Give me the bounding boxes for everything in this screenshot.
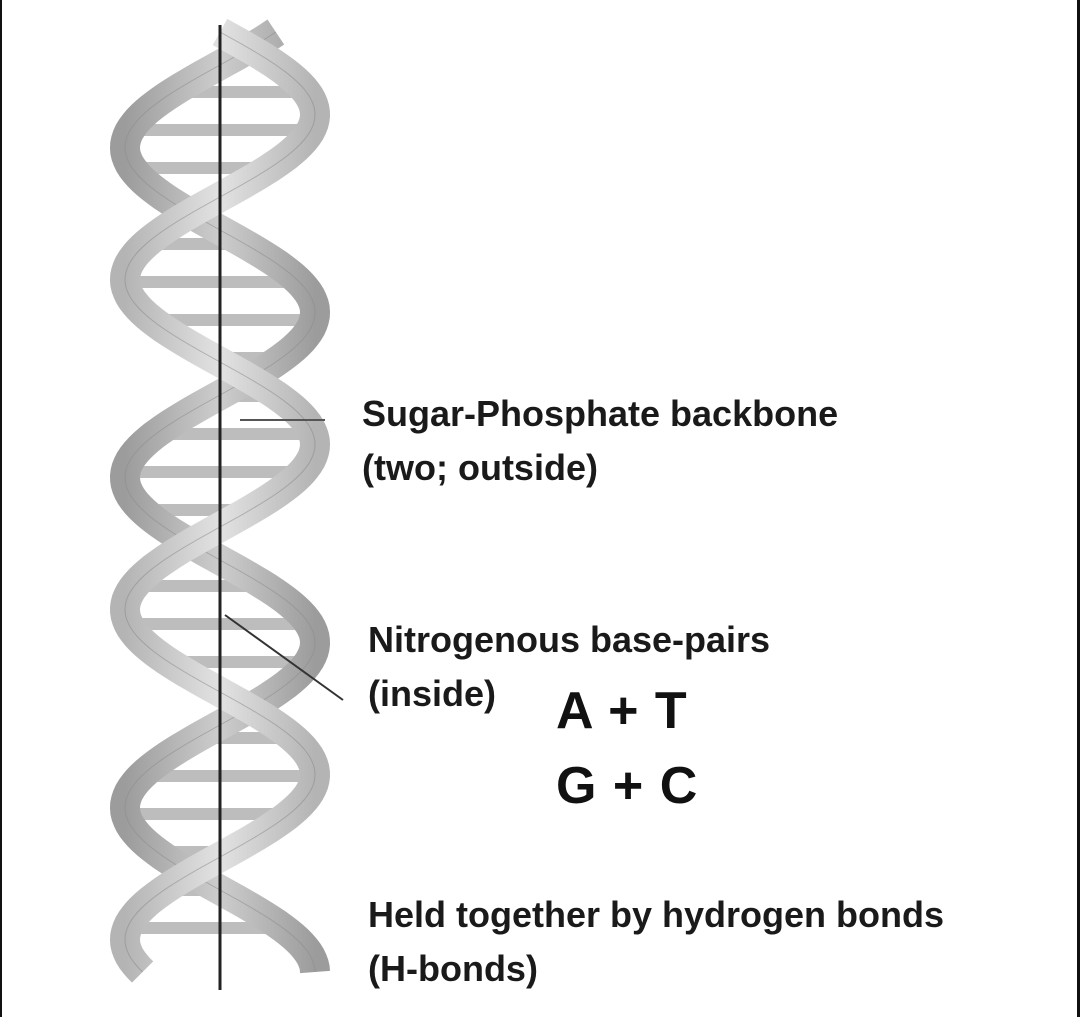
backbone-strand-back xyxy=(109,19,331,974)
bases-label: Nitrogenous base-pairs (inside) xyxy=(368,613,770,721)
base-pair-rung xyxy=(127,922,283,934)
base-pair-rung xyxy=(155,428,314,440)
hbond-label: Held together by hydrogen bonds (H-bonds… xyxy=(368,888,944,996)
backbone-label-line1: Sugar-Phosphate backbone xyxy=(362,393,839,434)
backbone-label-line2: (two; outside) xyxy=(362,447,598,488)
base-pair-rung xyxy=(125,808,290,820)
backbone-strand-front xyxy=(109,18,331,983)
base-pair-rung xyxy=(168,656,309,668)
backbone-label: Sugar-Phosphate backbone (two; outside) xyxy=(362,387,838,495)
base-pair-rung xyxy=(141,770,315,782)
base-pair-rung xyxy=(125,466,303,478)
hbond-label-line2: (H-bonds) xyxy=(368,948,538,989)
backbone-strand-1-edge xyxy=(124,31,316,973)
base-pair-rung xyxy=(125,276,300,288)
base-pairs-pointer-line xyxy=(224,614,344,701)
hbond-label-line1: Held together by hydrogen bonds xyxy=(368,894,945,935)
base-pair-gc: G + C xyxy=(556,757,699,815)
bases-label-line1: Nitrogenous base-pairs xyxy=(368,619,771,660)
base-pair-rung xyxy=(132,162,270,174)
base-pair-at: A + T xyxy=(556,682,688,740)
backbone-strand-2-edge xyxy=(124,31,316,973)
base-pair-rung xyxy=(151,314,315,326)
bases-label-line2: (inside) xyxy=(368,673,497,714)
